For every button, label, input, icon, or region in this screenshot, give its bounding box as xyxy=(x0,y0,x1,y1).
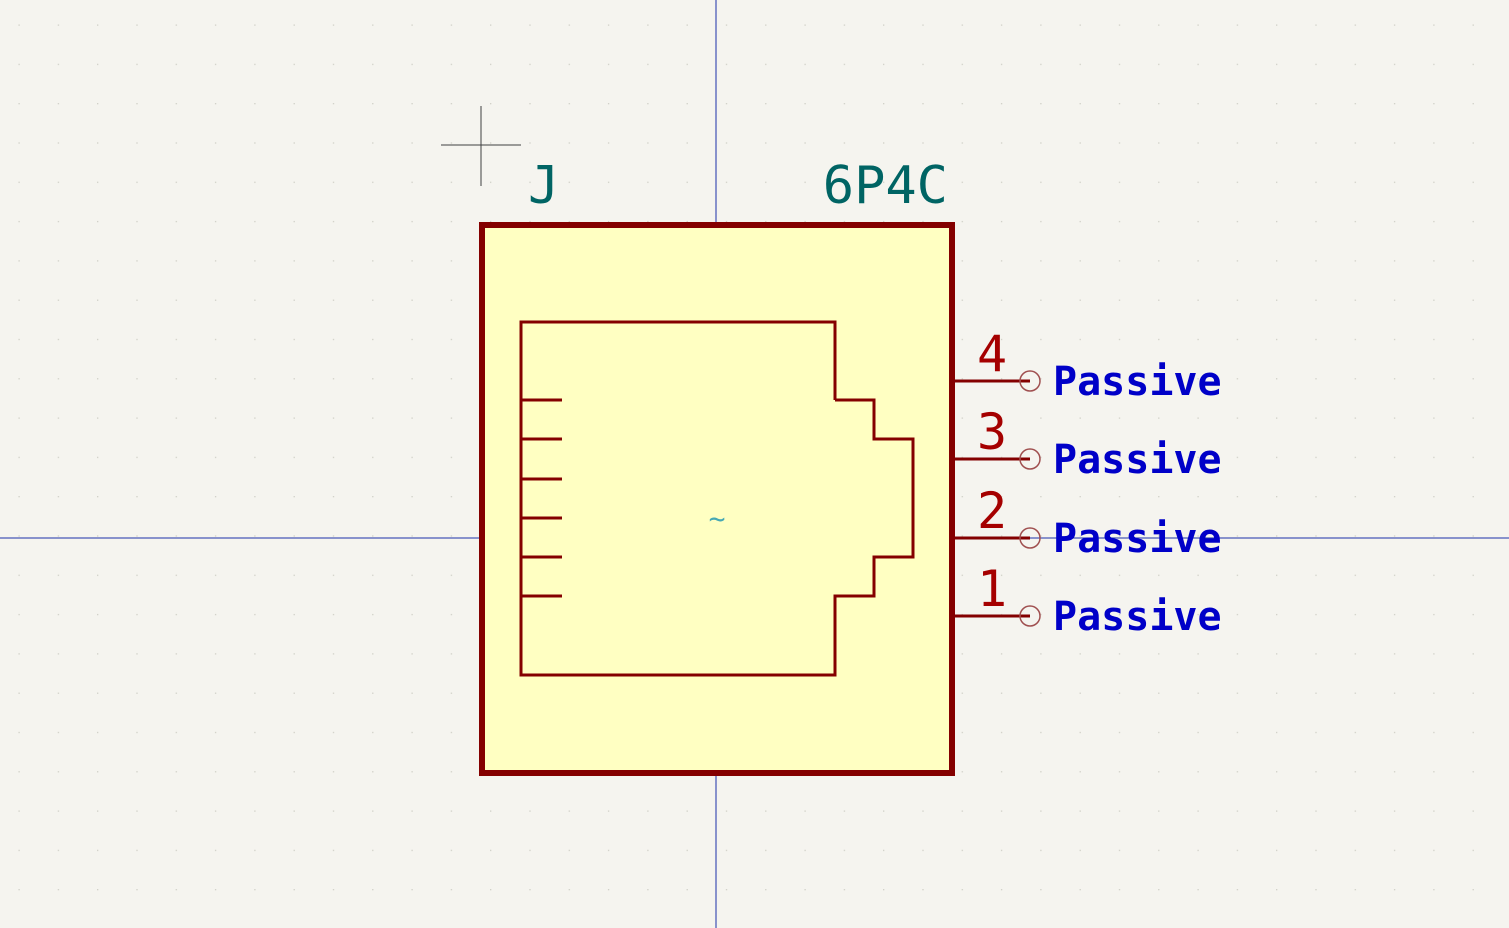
pin-electrical-type: Passive xyxy=(1053,594,1222,640)
jack-outline xyxy=(519,320,915,677)
symbol-body[interactable] xyxy=(479,222,955,776)
pin-electrical-type: Passive xyxy=(1053,359,1222,405)
center-marker: ~ xyxy=(709,502,726,535)
pin-end-circle-icon xyxy=(1019,448,1041,470)
pin-number: 4 xyxy=(977,325,1007,383)
pin-end-circle-icon xyxy=(1019,527,1041,549)
pin-electrical-type: Passive xyxy=(1053,437,1222,483)
pin-electrical-type: Passive xyxy=(1053,516,1222,562)
rj-jack-graphic xyxy=(519,320,915,677)
pin-end-circle-icon xyxy=(1019,370,1041,392)
pin-number: 1 xyxy=(977,560,1007,618)
anchor-crosshair-icon xyxy=(441,106,521,186)
reference-field[interactable]: J xyxy=(528,156,559,216)
pin-number: 2 xyxy=(977,482,1007,540)
pin-number: 3 xyxy=(977,403,1007,461)
pin-end-circle-icon xyxy=(1019,605,1041,627)
value-field[interactable]: 6P4C xyxy=(823,156,948,216)
